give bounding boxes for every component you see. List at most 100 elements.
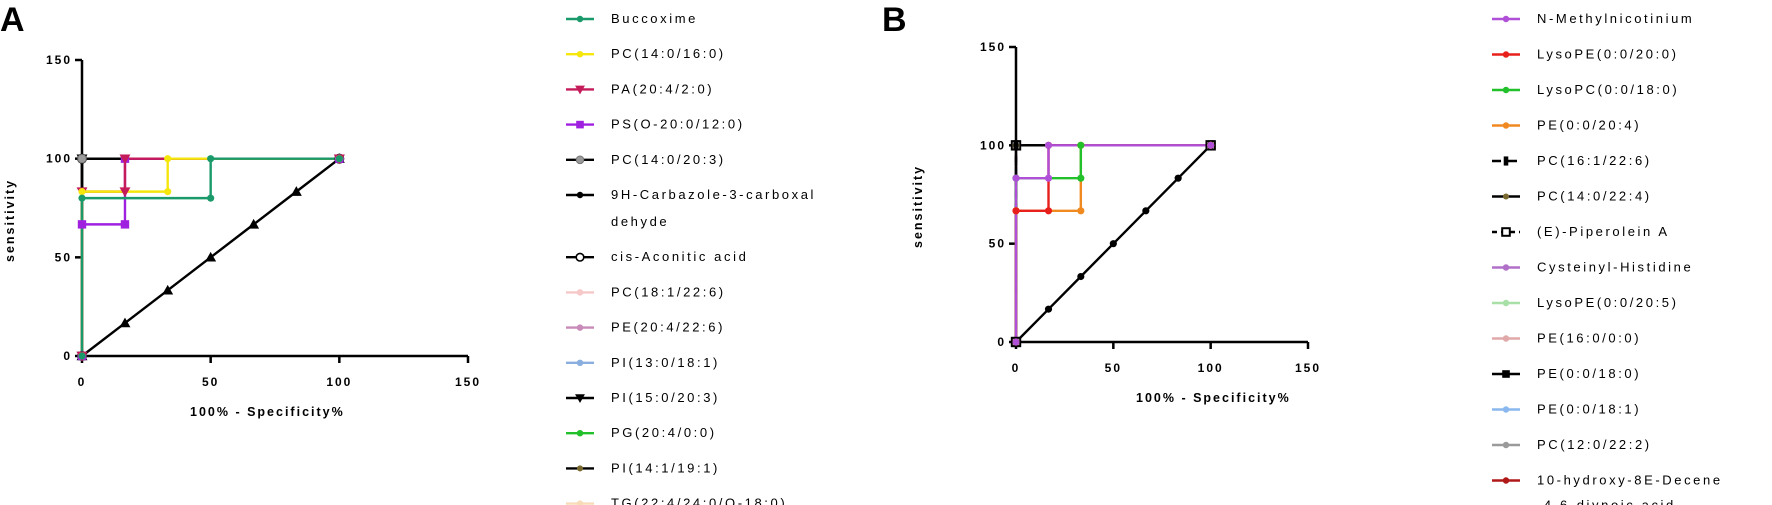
panel-a-legend-label-pc-18-1-22-6: PC(18:1/22:6) — [611, 284, 726, 299]
panel-a-legend-marker-pi-15-0-20-3 — [575, 394, 585, 403]
panel-a-legend-label-buccoxime: Buccoxime — [611, 11, 698, 26]
panel-a-legend-marker-pc-14-0-20-3 — [575, 155, 585, 165]
panel-b-y-tick-label: 0 — [997, 335, 1006, 349]
panel-a-point-ps-o-20-0-12-0 — [77, 220, 87, 229]
panel-b-point-n-methylnicotinium — [1012, 338, 1020, 346]
panel-b-legend-label-pe-0-0-18-1: PE(0:0/18:1) — [1537, 402, 1641, 417]
panel-b-y-tick-label: 150 — [980, 40, 1006, 54]
panel-a-legend: BuccoximePC(14:0/16:0)PA(20:4/2:0)PS(O-2… — [566, 11, 816, 505]
panel-a-y-tick-label: 0 — [63, 349, 72, 363]
panel-b-legend-label-pc-12-0-22-2: PC(12:0/22:2) — [1537, 437, 1652, 452]
panel-b-point-lysope-0-0-20-0 — [1012, 207, 1020, 215]
panel-b-legend-marker-e-piperolein-a — [1501, 227, 1511, 237]
panel-b-legend-label-pe-0-0-18-0: PE(0:0/18:0) — [1537, 366, 1641, 381]
panel-b-point-reference — [1174, 174, 1182, 182]
panel-a-legend-label-pe-20-4-22-6: PE(20:4/22:6) — [611, 320, 725, 335]
panel-a-point-pc-14-0-16-0 — [164, 188, 172, 196]
panel-b-legend-marker-lysope-0-0-20-0 — [1502, 51, 1510, 58]
panel-b-legend-label-e-piperolein-a: (E)-Piperolein A — [1537, 224, 1670, 239]
panel-b-x-tick-label: 0 — [1012, 361, 1021, 375]
panel-a-legend-marker-cis-aconitic-acid — [575, 252, 585, 262]
panel-a-y-tick-label: 100 — [46, 152, 72, 166]
panel-b-point-pc-16-1-22-6 — [1013, 140, 1019, 151]
panel-a-point-buccoxime — [335, 155, 343, 163]
panel-b-legend-marker-lysopc-0-0-18-0 — [1502, 86, 1510, 94]
panel-b-legend-label-cysteinyl-histidine: Cysteinyl-Histidine — [1537, 260, 1693, 275]
panel-a-x-tick-label: 0 — [78, 375, 87, 389]
panel-b-point-n-methylnicotinium — [1207, 141, 1215, 149]
panel-a-y-axis-label: sensitivity — [3, 179, 17, 262]
panel-b-legend-label-lysope-0-0-20-0: LysoPE(0:0/20:0) — [1537, 47, 1679, 62]
panel-b-legend-label-pe-0-0-20-4: PE(0:0/20:4) — [1537, 118, 1641, 133]
panel-b-legend-marker-pc-14-0-22-4 — [1502, 193, 1510, 200]
panel-a-legend-marker-9h-carbazole-3-carboxaldehyde — [576, 191, 584, 199]
panel-a-legend-label-tg-22-4-24-0-o-18-0: TG(22:4/24:0/O-18:0) — [611, 496, 787, 505]
panel-b-point-reference — [1109, 240, 1117, 248]
panel-a-point-pc-14-0-20-3 — [77, 153, 87, 164]
panel-b-point-n-methylnicotinium — [1044, 141, 1053, 149]
panel-a-y-tick-label: 50 — [55, 250, 72, 264]
panel-a-legend-marker-pe-20-4-22-6 — [576, 324, 584, 331]
panel-a-legend-label-pc-14-0-16-0: PC(14:0/16:0) — [611, 46, 726, 61]
panel-b-legend-marker-pe-0-0-18-1 — [1502, 406, 1510, 413]
panel-b-x-tick-label: 50 — [1105, 361, 1122, 375]
panel-b-point-reference — [1077, 272, 1085, 281]
panel-a-point-ps-o-20-0-12-0 — [120, 220, 130, 229]
panel-b-legend-marker-pe-16-0-0-0 — [1502, 335, 1510, 342]
panel-b-legend-marker-lysope-0-0-20-5 — [1502, 299, 1510, 307]
panel-b-legend-marker-pe-0-0-18-0 — [1502, 370, 1510, 378]
panel-a-point-reference — [205, 251, 217, 262]
panel-a-legend-label-pg-20-4-0-0: PG(20:4/0:0) — [611, 425, 717, 440]
panel-a-legend-marker-tg-22-4-24-0-o-18-0 — [576, 500, 584, 505]
panel-b-x-tick-label: 150 — [1295, 361, 1321, 375]
panel-a-legend-label-pc-14-0-20-3: PC(14:0/20:3) — [611, 152, 726, 167]
panel-a-x-axis-label: 100% - Specificity% — [190, 405, 345, 419]
panel-a-point-pc-14-0-16-0 — [78, 188, 86, 196]
panel-a: A 100% - Specificity% sensitivity 0 50 100… — [0, 1, 816, 505]
panel-a-legend-label-9h-carbazole-3-carboxaldehyde: 9H-Carbazole-3-carboxal — [611, 187, 816, 202]
panel-b-label: B — [882, 1, 907, 39]
panel-a-legend-marker-buccoxime — [576, 15, 584, 23]
panel-b-legend-marker-pe-0-0-20-4 — [1502, 122, 1510, 129]
panel-b-legend-label-10-hydroxy-8e-decene-4-6-diynoic-acid: -4,6-diynoic acid — [1537, 498, 1676, 505]
panel-b-point-lysopc-0-0-18-0 — [1077, 174, 1085, 182]
panel-b-point-lysopc-0-0-18-0 — [1077, 141, 1085, 149]
panel-a-legend-marker-pa-20-4-2-0 — [575, 85, 585, 95]
panel-a-point-buccoxime — [78, 352, 86, 360]
panel-a-legend-marker-pi-13-0-18-1 — [576, 359, 584, 367]
panel-a-legend-marker-pc-14-0-16-0 — [576, 50, 584, 58]
panel-a-point-buccoxime — [207, 194, 215, 202]
panel-a-point-pa-20-4-2-0 — [119, 154, 131, 165]
panel-b-legend-label-n-methylnicotinium: N-Methylnicotinium — [1537, 11, 1694, 26]
panel-a-point-pa-20-4-2-0 — [119, 187, 131, 198]
panel-b-point-n-methylnicotinium — [1044, 174, 1053, 182]
panel-a-label: A — [0, 1, 25, 39]
panel-b-legend-label-10-hydroxy-8e-decene-4-6-diynoic-acid: 10-hydroxy-8E-Decene — [1537, 473, 1723, 488]
panel-b-legend-marker-10-hydroxy-8e-decene-4-6-diynoic-acid — [1502, 477, 1510, 484]
panel-b-point-lysope-0-0-20-0 — [1044, 207, 1053, 215]
panel-b-legend-marker-pc-16-1-22-6 — [1503, 156, 1509, 166]
panel-b-point-pe-0-0-20-4 — [1077, 207, 1085, 215]
panel-a-point-reference — [290, 186, 302, 196]
panel-b-y-tick-label: 100 — [980, 138, 1006, 152]
panel-b-legend-label-pe-16-0-0-0: PE(16:0/0:0) — [1537, 331, 1641, 346]
panel-a-point-reference — [248, 218, 260, 229]
panel-b-x-axis-label: 100% - Specificity% — [1136, 391, 1291, 405]
panel-b-legend-label-lysopc-0-0-18-0: LysoPC(0:0/18:0) — [1537, 82, 1679, 97]
panel-a-point-reference — [162, 284, 174, 295]
panel-a-legend-label-9h-carbazole-3-carboxaldehyde: dehyde — [611, 214, 669, 229]
panel-a-legend-label-pi-13-0-18-1: PI(13:0/18:1) — [611, 355, 720, 370]
panel-b-point-reference — [1044, 305, 1053, 313]
panel-a-legend-label-pi-14-1-19-1: PI(14:1/19:1) — [611, 460, 720, 475]
panel-a-x-tick-label: 100 — [326, 375, 352, 389]
panel-a-legend-label-cis-aconitic-acid: cis-Aconitic acid — [611, 249, 748, 264]
panel-b-legend-marker-pc-12-0-22-2 — [1502, 441, 1510, 449]
panel-a-legend-marker-pg-20-4-0-0 — [576, 429, 584, 437]
panel-b-legend-label-pc-16-1-22-6: PC(16:1/22:6) — [1537, 153, 1652, 168]
panel-a-legend-marker-pc-18-1-22-6 — [576, 289, 584, 296]
panel-a-legend-label-pa-20-4-2-0: PA(20:4/2:0) — [611, 81, 714, 96]
